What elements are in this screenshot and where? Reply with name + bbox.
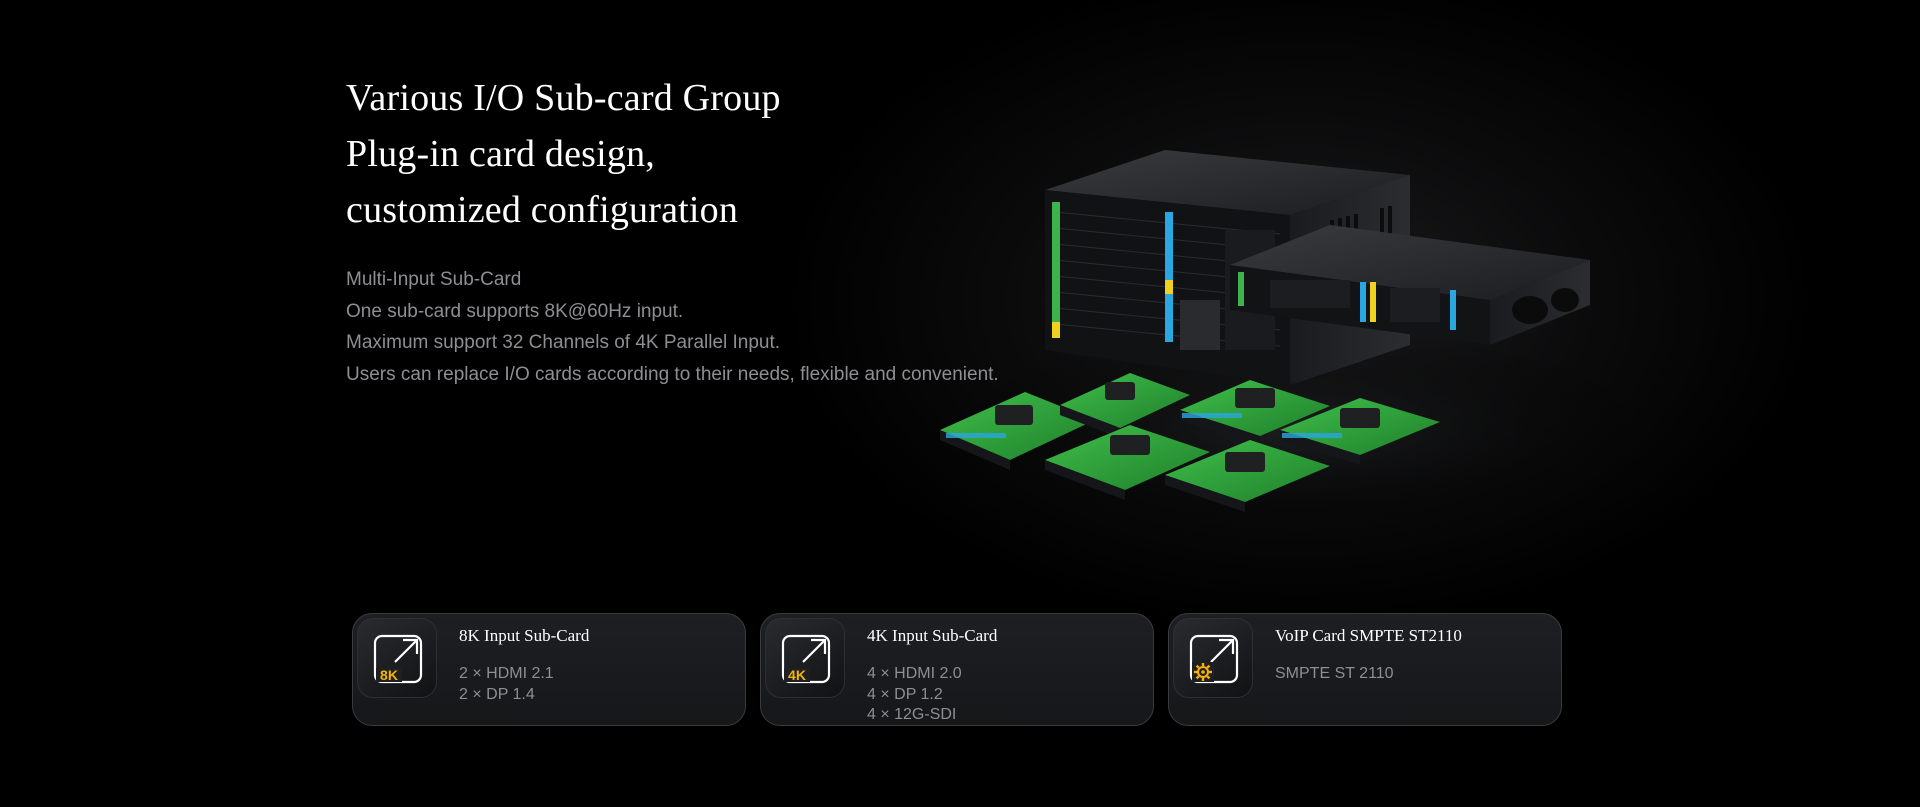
card-spec: 2 × DP 1.4 <box>459 685 535 703</box>
card-spec: 2 × HDMI 2.1 <box>459 665 554 682</box>
card-spec-list: 2 × HDMI 2.1 2 × DP 1.4 <box>459 664 554 705</box>
svg-text:4K: 4K <box>788 667 806 683</box>
card-voip-smpte: VoIP Card SMPTE ST2110 SMPTE ST 2110 <box>1168 613 1562 726</box>
voip-gear-icon <box>1173 618 1253 698</box>
card-spec: 4 × DP 1.2 <box>867 685 943 703</box>
card-spec-list: SMPTE ST 2110 <box>1275 664 1394 685</box>
8k-input-icon: 8K <box>357 618 437 698</box>
sub-card-list: 8K 8K Input Sub-Card 2 × HDMI 2.1 2 × DP… <box>352 613 1562 727</box>
description-line: Maximum support 32 Channels of 4K Parall… <box>346 332 781 353</box>
4k-input-icon: 4K <box>765 618 845 698</box>
description-line: Users can replace I/O cards according to… <box>346 363 999 385</box>
headline-line-3: customized configuration <box>346 189 739 231</box>
description-line: Multi-Input Sub-Card <box>346 269 522 290</box>
card-title: VoIP Card SMPTE ST2110 <box>1275 626 1462 645</box>
svg-text:8K: 8K <box>380 667 398 683</box>
small-chassis <box>1230 225 1590 345</box>
card-spec: 4 × 12G-SDI <box>867 706 957 723</box>
feature-description: Multi-Input Sub-Card One sub-card suppor… <box>346 264 999 390</box>
card-8k-input: 8K 8K Input Sub-Card 2 × HDMI 2.1 2 × DP… <box>352 613 746 726</box>
section-headline: Various I/O Sub-card Group Plug-in card … <box>346 70 781 238</box>
card-spec: 4 × HDMI 2.0 <box>867 665 962 682</box>
card-title: 8K Input Sub-Card <box>459 626 590 645</box>
sub-cards <box>940 373 1440 512</box>
product-image <box>940 150 1660 530</box>
card-title: 4K Input Sub-Card <box>867 626 998 645</box>
description-line: One sub-card supports 8K@60Hz input. <box>346 300 684 322</box>
headline-line-2: Plug-in card design, <box>346 133 656 175</box>
card-spec-list: 4 × HDMI 2.0 4 × DP 1.2 4 × 12G-SDI <box>867 664 962 726</box>
card-spec: SMPTE ST 2110 <box>1275 665 1394 682</box>
card-4k-input: 4K 4K Input Sub-Card 4 × HDMI 2.0 4 × DP… <box>760 613 1154 726</box>
headline-line-1: Various I/O Sub-card Group <box>346 77 781 119</box>
